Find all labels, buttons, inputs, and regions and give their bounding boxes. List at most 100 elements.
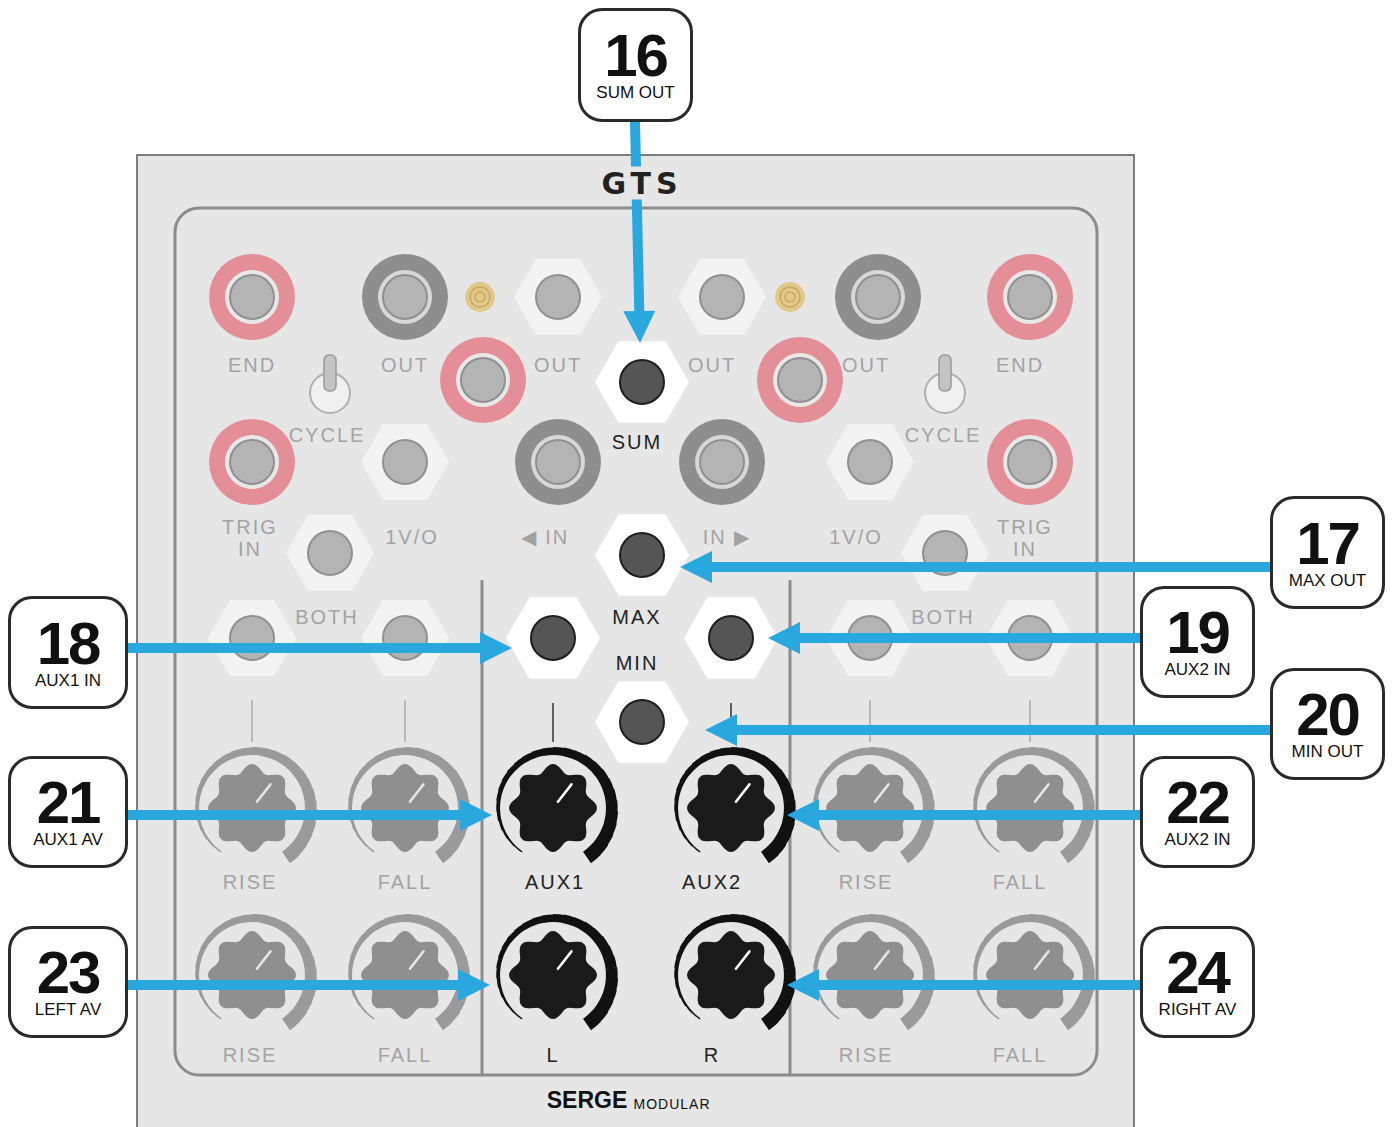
knob-scale-arc xyxy=(516,760,525,766)
knob-scale-arc xyxy=(425,754,435,759)
knob-scale-arc xyxy=(306,989,310,1000)
knob xyxy=(687,764,775,852)
knob-scale-arc xyxy=(352,949,356,959)
knob-scale-arc xyxy=(223,755,233,760)
panel-label: BOTH xyxy=(911,606,975,628)
jack-ring xyxy=(362,254,448,340)
jack-socket xyxy=(856,275,900,319)
panel-label: BOTH xyxy=(295,606,359,628)
jack-socket xyxy=(383,616,427,660)
knob-scale-arc xyxy=(711,919,721,922)
knob-scale-arc xyxy=(447,842,454,851)
knob-scale-arc xyxy=(991,845,999,852)
jack-socket xyxy=(531,616,575,660)
knob-scale-arc xyxy=(784,801,796,812)
knob-scale-arc xyxy=(208,933,215,941)
knob-scale-arc xyxy=(203,940,209,949)
knob-scale-arc xyxy=(916,939,922,948)
knob-scale-arc xyxy=(208,766,215,774)
jack-socket xyxy=(700,275,744,319)
knob-scale-arc xyxy=(773,842,780,851)
knob-scale-arc xyxy=(821,940,827,949)
callout-number: 16 xyxy=(604,27,667,84)
knob-scale-arc xyxy=(301,999,307,1009)
leader-arrow xyxy=(128,980,458,990)
knob-scale-arc xyxy=(215,927,224,933)
knob xyxy=(208,931,296,1019)
knob-scale-arc xyxy=(977,782,981,792)
callout-label: MAX OUT xyxy=(1289,572,1366,591)
panel-label: TRIG IN xyxy=(995,516,1055,560)
jack-hex-nut xyxy=(361,424,449,500)
knob-scale-arc xyxy=(504,940,510,949)
knob-scale-arc xyxy=(461,957,463,968)
jack-hex-nut xyxy=(826,424,914,500)
knob-scale-arc xyxy=(361,933,368,941)
jack-hex-nut xyxy=(595,681,689,762)
callout-number: 17 xyxy=(1296,515,1359,572)
knob-scale-arc xyxy=(355,997,360,1006)
knob-scale-arc xyxy=(1020,751,1031,752)
knob-scale-arc xyxy=(508,838,514,846)
arrowhead xyxy=(460,799,492,831)
knob-scale-arc xyxy=(860,751,871,752)
knob-scale-arc xyxy=(395,918,406,919)
knob-scale-arc xyxy=(721,918,732,919)
callout-box: 24RIGHT AV xyxy=(1140,926,1255,1038)
jack-socket xyxy=(230,275,274,319)
knob-scale-arc xyxy=(352,820,355,830)
knob-scale-arc xyxy=(783,948,787,958)
panel-label: ◀ IN xyxy=(521,526,570,548)
knob-scale-arc xyxy=(1083,968,1095,979)
jack-ring xyxy=(679,419,765,505)
knob-scale-arc xyxy=(870,918,881,919)
knob-scale-arc xyxy=(780,832,786,842)
knob-scale-arc xyxy=(676,811,677,821)
knob-scale-arc xyxy=(993,927,1002,933)
knob-scale-arc xyxy=(977,949,981,959)
knob-scale-arc xyxy=(415,752,425,755)
knob-scale-arc xyxy=(415,919,425,922)
knob-scale-arc xyxy=(606,801,618,812)
knob-scale-arc xyxy=(454,832,460,842)
knob-scale-arc xyxy=(923,968,935,979)
panel-label: OUT xyxy=(688,354,736,376)
knob-scale-arc xyxy=(606,968,618,979)
knob-scale-arc xyxy=(833,927,842,933)
knob-scale-arc xyxy=(610,978,612,989)
callout-number: 22 xyxy=(1166,774,1229,831)
jack-collar xyxy=(1003,270,1057,324)
knob-scale-arc xyxy=(769,932,777,940)
jack-socket xyxy=(1008,440,1052,484)
knob-scale-arc xyxy=(1079,999,1085,1009)
knob-scale-arc xyxy=(197,958,199,968)
knob-scale-arc xyxy=(457,781,461,791)
knob-scale-arc xyxy=(605,948,609,958)
leader-arrow xyxy=(635,122,639,311)
knob-scale-arc xyxy=(553,751,564,752)
knob-scale-arc xyxy=(262,919,272,922)
knob-scale-arc xyxy=(1068,932,1076,940)
jack-socket xyxy=(536,440,580,484)
knob-scale-arc xyxy=(678,949,682,959)
knob-scale-arc xyxy=(1086,790,1088,801)
knob xyxy=(208,764,296,852)
jack-socket xyxy=(536,275,580,319)
leader-arrow xyxy=(800,633,1140,643)
jack-hex-nut xyxy=(684,597,778,678)
knob-scale-arc xyxy=(213,1012,221,1019)
knob-scale-arc xyxy=(602,832,608,842)
panel-label: AUX2 xyxy=(682,871,742,893)
knob-scale-arc xyxy=(678,820,681,830)
knob-scale-arc xyxy=(447,1009,454,1018)
leader-arrows xyxy=(128,122,1270,1001)
knob-scale-arc xyxy=(573,754,583,759)
knob-scale-arc xyxy=(784,968,796,979)
knob-scale-arc xyxy=(496,801,500,811)
knob-scale-arc xyxy=(870,751,881,752)
jack-socket xyxy=(700,440,744,484)
knob-scale-arc xyxy=(595,1009,602,1018)
panel-label: FALL xyxy=(378,871,433,893)
knob-scale-arc xyxy=(751,754,761,759)
knob-scale-arc xyxy=(904,850,913,857)
